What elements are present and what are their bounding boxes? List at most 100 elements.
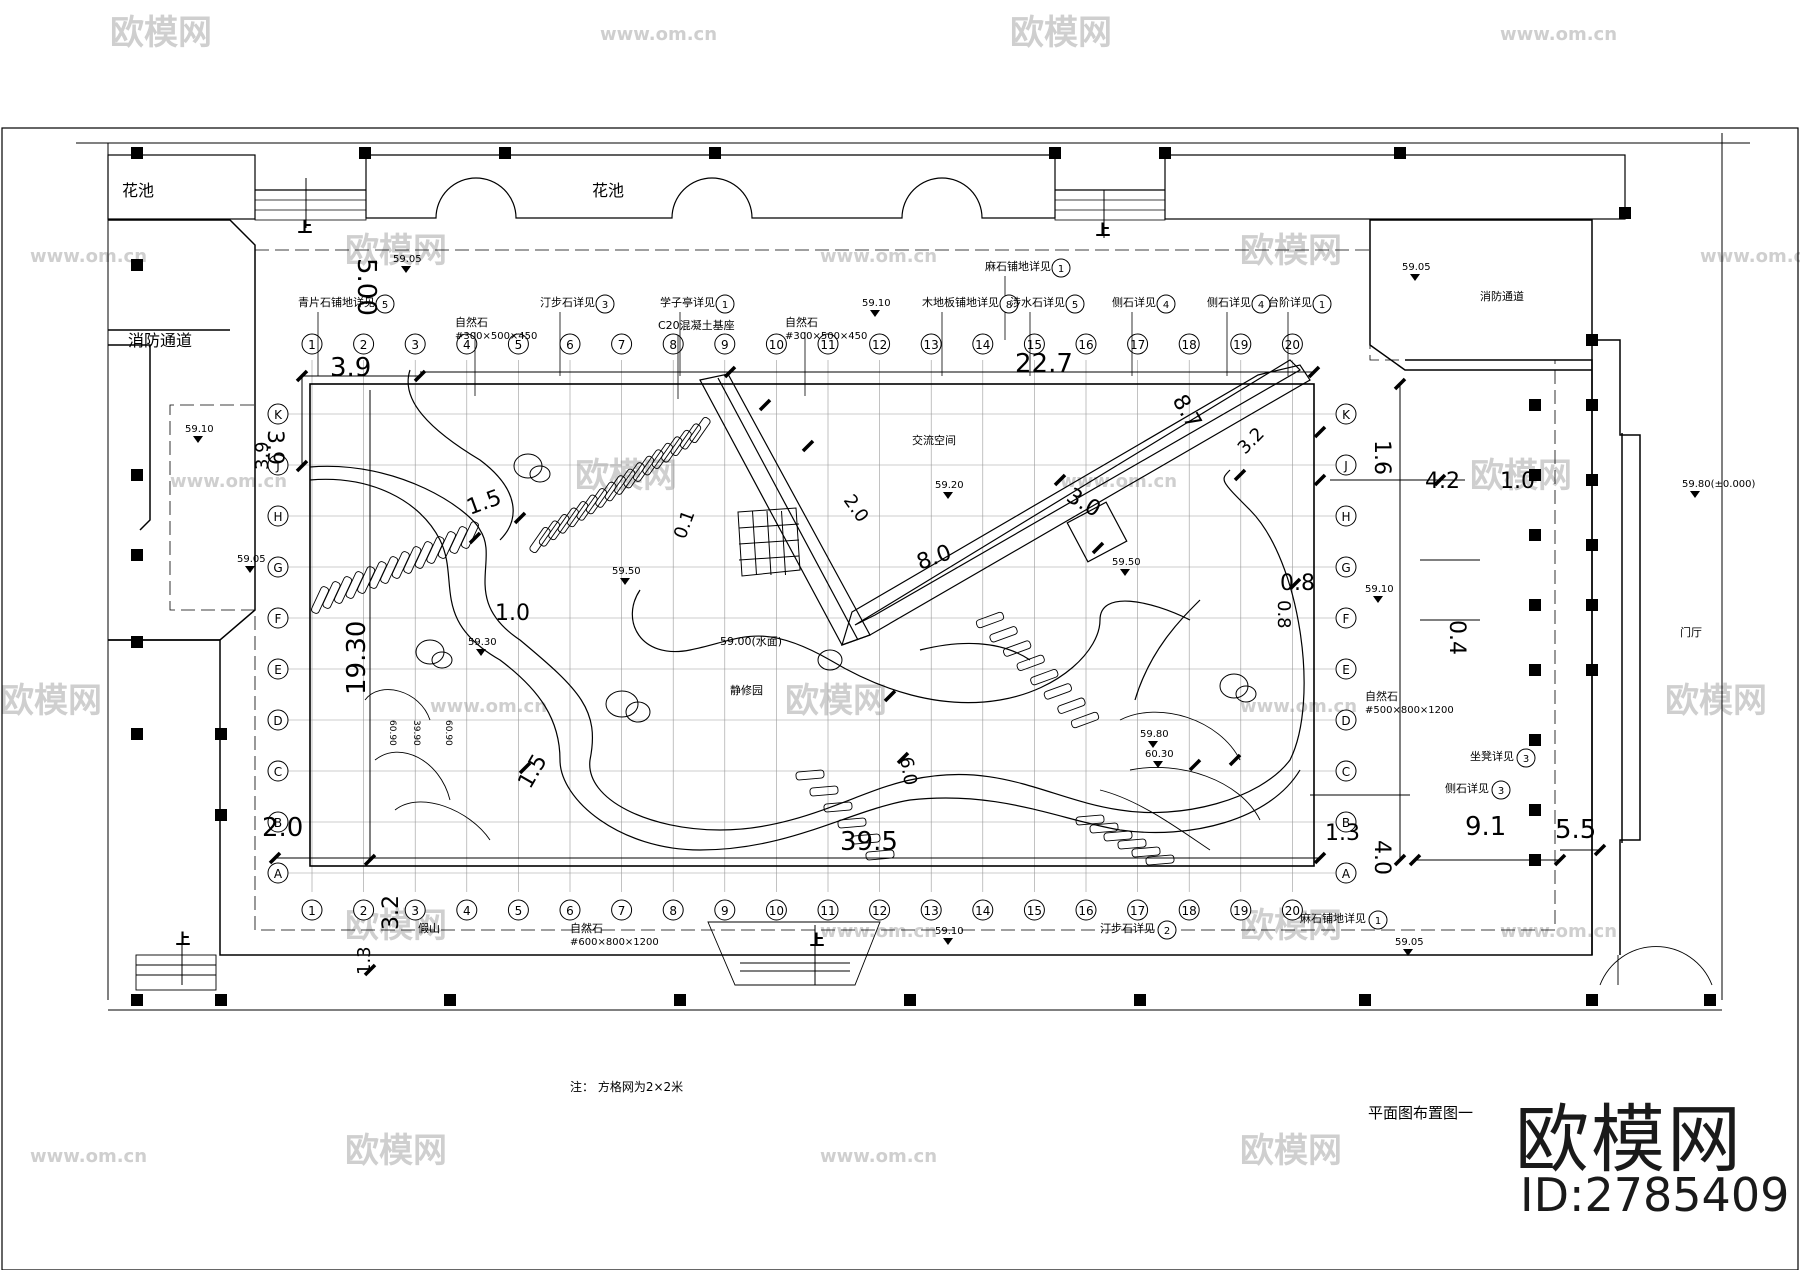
column-15: [215, 994, 227, 1006]
grid-col-label-4-1: 4: [463, 904, 471, 918]
column-27: [1529, 599, 1541, 611]
grid-col-bubble-8-1: [662, 899, 684, 921]
watermark-logo-0: 欧模网: [110, 13, 212, 53]
dimension-23: 1.3: [1325, 821, 1360, 846]
grid-col-bubble-4-0: [456, 333, 478, 355]
drawing-frame: [1, 127, 1799, 1270]
column-2: [499, 147, 511, 159]
grid-col-bubble-5-0: [507, 333, 529, 355]
stone-b-17: [689, 416, 711, 444]
callout-other-4: 坐凳详见: [1470, 749, 1514, 763]
callout-top-3: 学子亭详见: [660, 295, 715, 309]
stone-a-10: [426, 536, 445, 564]
callout-top-ref-2: 3: [602, 300, 608, 311]
grid-col-label-18-0: 18: [1182, 338, 1197, 352]
grid-row-label-G-1: G: [1341, 561, 1350, 575]
callout-other-ref-3: 1: [1375, 916, 1381, 927]
grid-col-bubble-14-1: [972, 899, 994, 921]
grid-col-label-19-1: 19: [1233, 904, 1248, 918]
stone-e-3: [837, 817, 867, 829]
grid-col-bubble-2-0: [353, 333, 375, 355]
watermark-url-0: www.om.cn: [600, 24, 717, 45]
column-8: [131, 259, 143, 271]
stepping-stones: [310, 416, 1175, 866]
grid-col-label-18-1: 18: [1182, 904, 1197, 918]
grid-col-label-15-1: 15: [1027, 904, 1042, 918]
elevation-1: 59.10: [185, 424, 214, 435]
grid-row-bubble-K-1: [1335, 403, 1357, 425]
watermark-logo-7: 欧模网: [0, 681, 102, 721]
grid-col-label-20-0: 20: [1285, 338, 1300, 352]
stone-a-8: [403, 546, 422, 574]
grid-col-label-3-1: 3: [411, 904, 419, 918]
grid-col-label-17-1: 17: [1130, 904, 1145, 918]
garden-boundary: [309, 383, 1315, 867]
column-12: [131, 728, 143, 740]
dimension-15: 3.2: [1234, 423, 1269, 458]
grid-col-bubble-1-1: [301, 899, 323, 921]
inner-dashed-boundary: [169, 249, 1556, 931]
elevation-7: 59.20: [935, 480, 964, 491]
stair-up-label-1: 上: [298, 220, 312, 236]
watermark-logo-12: 欧模网: [1240, 1131, 1342, 1171]
stone-a-9: [414, 541, 433, 569]
stone-c-1: [989, 626, 1018, 643]
stone-a-11: [437, 531, 456, 559]
watermark-url-12: www.om.cn: [820, 1146, 937, 1167]
column-20: [1134, 994, 1146, 1006]
stone-a-0: [310, 586, 330, 614]
grid-col-label-3-0: 3: [411, 338, 419, 352]
watermark-url-1: www.om.cn: [1500, 24, 1617, 45]
elevation-marker-5: [476, 649, 486, 656]
grid-col-label-8-1: 8: [669, 904, 677, 918]
column-31: [1529, 854, 1541, 866]
stone-d-1: [1089, 822, 1119, 834]
elevation-marker-2: [245, 566, 255, 573]
callout-other-5: 侧石详见: [1445, 781, 1489, 795]
stone-c-5: [1043, 683, 1072, 700]
watermark-logo-1: 欧模网: [1010, 13, 1112, 53]
grid-row-label-H-0: H: [273, 510, 282, 524]
dimension-17: 1.6: [1369, 440, 1394, 475]
elevation-marker-0: [401, 266, 411, 273]
tick-2: [295, 459, 309, 473]
dimension-9: 1.0: [495, 601, 530, 626]
column-24: [1529, 399, 1541, 411]
callout-other-3: 麻石铺地详见: [1300, 911, 1366, 925]
watermark-logo-2: 欧模网: [345, 231, 447, 271]
elevation-marker-11: [1153, 761, 1163, 768]
grid-row-label-E-0: E: [274, 663, 282, 677]
column-33: [1586, 399, 1598, 411]
pavilion-grid-h1: [738, 523, 800, 529]
stone-c-6: [1057, 697, 1086, 714]
grid-col-bubble-15-0: [1023, 333, 1045, 355]
grid-row-bubble-D-0: [267, 709, 289, 731]
watermark-url-9: www.om.cn: [820, 921, 937, 942]
callout-top-ref-6: 1: [1058, 264, 1064, 275]
column-28: [1529, 664, 1541, 676]
elevation-marker-14: [1690, 491, 1700, 498]
column-1: [359, 147, 371, 159]
grid-col-bubble-5-1: [507, 899, 529, 921]
grid-col-bubble-11-0: [817, 333, 839, 355]
stone-a-3: [345, 571, 364, 599]
watermark-logo-8: 欧模网: [1665, 681, 1767, 721]
callout-top-ref-10: 4: [1258, 300, 1264, 311]
dimension-22: 5.5: [1555, 815, 1596, 845]
stone-d-0: [1075, 814, 1105, 826]
callout-other-1: 自然石: [1365, 689, 1398, 703]
tick-4: [1307, 365, 1321, 379]
tick-13: [518, 761, 532, 775]
elevation-15: 60.90: [387, 720, 397, 746]
column-34: [1586, 474, 1598, 486]
column-14: [215, 809, 227, 821]
dimension-0: 3.9: [330, 353, 371, 383]
stone-a-4: [357, 566, 376, 594]
column-16: [131, 994, 143, 1006]
column-19: [904, 994, 916, 1006]
callout-other-sub-1: #500×800×1200: [1365, 705, 1454, 716]
grid-col-label-8-0: 8: [669, 338, 677, 352]
grid-row-bubble-G-1: [1335, 556, 1357, 578]
tick-1: [413, 369, 427, 383]
stone-a-5: [368, 561, 387, 589]
